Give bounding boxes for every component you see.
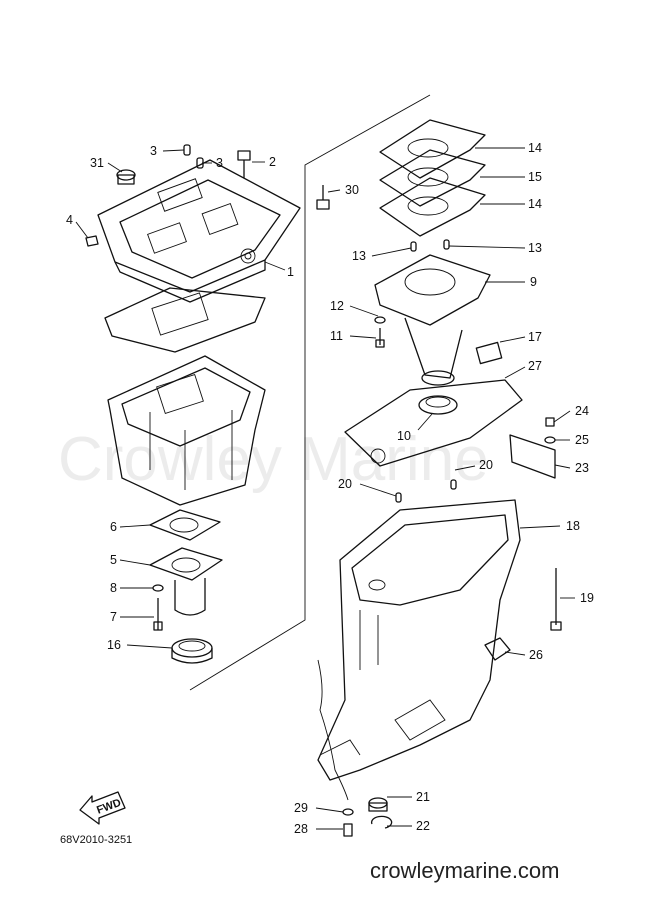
part-18-upper-casing[interactable] (317, 499, 521, 781)
callout-14: 14 (528, 141, 542, 155)
part-11-bolt[interactable] (375, 328, 385, 348)
callout-13: 13 (352, 249, 366, 263)
fwd-arrow-icon: FWD (79, 791, 126, 825)
site-url: crowleymarine.com (370, 858, 560, 883)
callout-24: 24 (575, 404, 589, 418)
callout-27: 27 (528, 359, 542, 373)
part-21-nut[interactable] (368, 797, 388, 812)
part-14-gasket[interactable] (379, 119, 486, 179)
callout-26: 26 (529, 648, 543, 662)
callout-28: 28 (294, 822, 308, 836)
part-15-gasket[interactable] (379, 149, 486, 207)
part-14-gasket[interactable] (379, 177, 486, 237)
watermark-text: Crowley Marine (58, 425, 489, 494)
callout-25: 25 (575, 433, 589, 447)
part-9-exhaust-manifold[interactable] (374, 254, 491, 386)
callout-9: 9 (530, 275, 537, 289)
part-16-seal[interactable] (171, 638, 213, 664)
part-8-washer[interactable] (152, 584, 164, 592)
part-20-pin[interactable] (395, 492, 402, 503)
callout-15: 15 (528, 170, 542, 184)
part-20-pin[interactable] (450, 479, 457, 490)
callout-29: 29 (294, 801, 308, 815)
part-13-pin[interactable] (410, 241, 417, 252)
callout-7: 7 (110, 610, 117, 624)
callout-12: 12 (330, 299, 344, 313)
group-boundary-line (189, 94, 431, 691)
callout-8: 8 (110, 581, 117, 595)
callout-17: 17 (528, 330, 542, 344)
part-17-rubber-seal[interactable] (475, 341, 503, 365)
part-6-gasket[interactable] (149, 509, 221, 541)
part-7-bolt[interactable] (153, 598, 163, 631)
leader-lines (75, 147, 575, 830)
part-26-grommet[interactable] (484, 637, 511, 661)
callout-5: 5 (110, 553, 117, 567)
callout-10: 10 (397, 429, 411, 443)
part-24-screw[interactable] (545, 417, 555, 427)
callout-14: 14 (528, 197, 542, 211)
part-23-plate[interactable] (509, 434, 556, 479)
part-19-bolt[interactable] (550, 568, 562, 631)
callout-11: 11 (330, 329, 343, 343)
callout-4: 4 (66, 213, 73, 227)
callout-21: 21 (416, 790, 430, 804)
part-10-seal-ring[interactable] (418, 395, 458, 415)
callout-18: 18 (566, 519, 580, 533)
callout-16: 16 (107, 638, 121, 652)
part-5-plate[interactable] (149, 547, 223, 616)
callout-3: 3 (150, 144, 157, 158)
callout-30: 30 (345, 183, 359, 197)
part-2-bolt[interactable] (237, 150, 251, 178)
part-25-washer[interactable] (544, 436, 556, 444)
ground-wire[interactable] (317, 659, 349, 801)
callout-19: 19 (580, 591, 594, 605)
diagram-code: 68V2010-3251 (60, 834, 132, 846)
callout-2: 2 (269, 155, 276, 169)
callout-13: 13 (528, 241, 542, 255)
callout-3: 3 (216, 156, 223, 170)
part-28-bolt[interactable] (343, 823, 353, 837)
callout-6: 6 (110, 520, 117, 534)
part-4-fitting[interactable] (85, 235, 99, 247)
callout-23: 23 (575, 461, 589, 475)
gasket-upper-left[interactable] (104, 287, 266, 353)
callout-20: 20 (338, 477, 352, 491)
part-27-gasket[interactable] (344, 379, 523, 467)
callout-31: 31 (90, 156, 104, 170)
part-13-pin[interactable] (443, 239, 450, 250)
callout-22: 22 (416, 819, 430, 833)
part-29-washer[interactable] (342, 808, 354, 816)
part-3-dowel-pin[interactable] (183, 144, 191, 156)
oil-pan[interactable] (107, 355, 266, 506)
part-12-washer[interactable] (374, 316, 386, 324)
callout-20: 20 (479, 458, 493, 472)
part-30-bolt[interactable] (316, 185, 330, 210)
part-31-plug[interactable] (116, 169, 136, 185)
callout-1: 1 (287, 265, 294, 279)
part-1-exhaust-guide[interactable] (97, 159, 301, 303)
